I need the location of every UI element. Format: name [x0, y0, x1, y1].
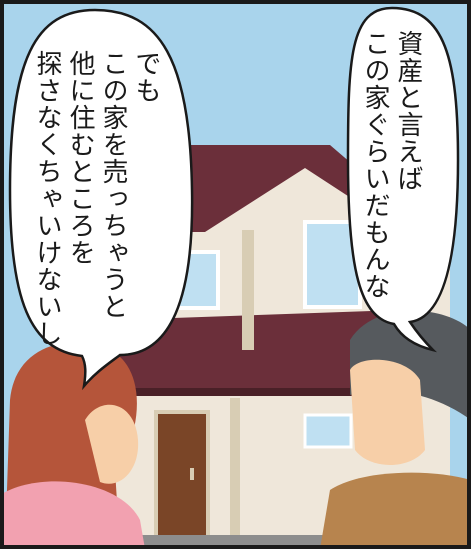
- upper-right-window: [303, 220, 362, 309]
- man-hair: [350, 310, 471, 420]
- roof-fascia: [115, 388, 445, 396]
- man-jacket: [320, 472, 471, 549]
- man-face: [350, 359, 425, 465]
- speech-line: 探さなくちゃいけないし: [32, 50, 62, 347]
- speech-line: この家ぐらいだもんな: [360, 30, 390, 300]
- right-speech-bubble: [346, 6, 460, 353]
- left-speech-bubble: [8, 8, 194, 391]
- door-handle: [190, 468, 194, 480]
- lower-window: [303, 413, 353, 449]
- speech-line: 資産と言えば: [393, 30, 423, 192]
- right-speech-text: 資産と言えば この家ぐらいだもんな: [358, 30, 424, 300]
- left-speech-text: でも この家を売っちゃうと 他に住むところを 探さなくちゃいけないし: [30, 50, 162, 347]
- woman-face: [85, 404, 139, 484]
- speech-line: 他に住むところを: [65, 50, 95, 266]
- speech-line: この家を売っちゃうと: [98, 50, 128, 320]
- woman-top: [0, 481, 145, 549]
- front-door: [154, 410, 210, 539]
- speech-line: でも: [131, 50, 161, 104]
- wall-trim-lower: [230, 398, 240, 549]
- wall-trim: [242, 230, 254, 350]
